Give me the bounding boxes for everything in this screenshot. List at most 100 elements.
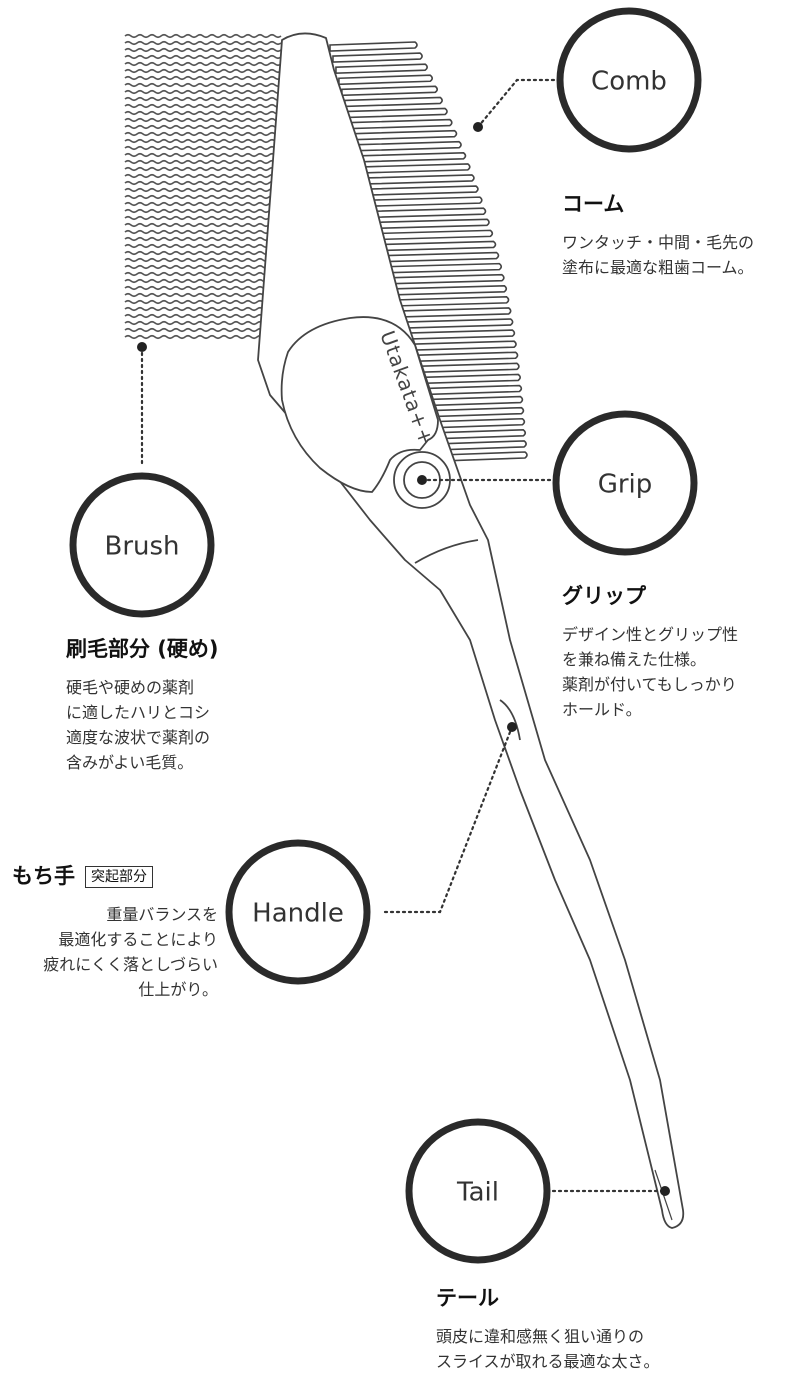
comb-title: コーム	[562, 192, 625, 216]
grip-line-4: ホールド。	[562, 700, 642, 719]
comb-tooth	[367, 185, 479, 196]
bristle-line	[124, 313, 282, 319]
comb-tooth	[373, 207, 487, 219]
handle-badge: 突起部分	[85, 866, 153, 888]
brush-line-3: 適度な波状で薬剤の	[66, 728, 211, 747]
handle-line-4: 仕上がり。	[138, 980, 218, 999]
bristle-line	[124, 180, 282, 186]
bristle-line	[124, 152, 282, 158]
handle-circle: Handle	[225, 839, 371, 985]
brush-line-1: 硬毛や硬めの薬剤	[66, 678, 195, 697]
tail-line-2: スライスが取れる最適な太さ。	[436, 1352, 660, 1371]
bristle-line	[124, 187, 282, 193]
comb-tooth	[382, 240, 497, 252]
bristle-line	[124, 236, 282, 242]
bristle-line	[124, 327, 282, 333]
grip-line-1: デザイン性とグリップ性	[562, 625, 739, 644]
brush-line-2: に適したハリとコシ	[66, 703, 211, 722]
grip-line-3: 薬剤が付いてもしっかり	[562, 675, 737, 694]
comb-line-1: ワンタッチ・中間・毛先の	[562, 233, 755, 252]
brush-circle-label: Brush	[104, 532, 179, 562]
comb-tooth	[394, 284, 508, 296]
brush-body	[257, 32, 685, 1229]
handle-line-3: 疲れにくく落としづらい	[43, 955, 218, 974]
comb-dot	[473, 122, 483, 132]
bristle-line	[124, 47, 282, 53]
comb-tooth	[350, 118, 453, 130]
bristle-line	[124, 285, 282, 291]
bristle-line	[124, 243, 282, 249]
comb-tooth	[415, 362, 520, 374]
tail-title: テール	[436, 1286, 499, 1310]
bristle-line	[124, 89, 282, 95]
comb-tooth	[439, 451, 528, 462]
comb-tooth	[400, 307, 512, 318]
bristle-line	[124, 54, 282, 60]
grip-panel	[280, 316, 439, 493]
tail-description: テール 頭皮に違和感無く狙い通りの スライスが取れる最適な太さ。	[436, 1282, 660, 1374]
comb-tooth	[332, 52, 423, 63]
handle-title-row: もち手突起部分	[12, 860, 218, 890]
comb-teeth	[329, 41, 528, 462]
comb-leader	[476, 78, 562, 129]
tail-dot	[660, 1186, 670, 1196]
comb-tooth	[355, 140, 462, 152]
comb-tooth	[433, 429, 527, 440]
bristle-line	[124, 215, 282, 221]
tail-circle-label: Tail	[456, 1178, 499, 1208]
comb-tooth	[341, 85, 439, 97]
bristle-line	[124, 264, 282, 270]
bristle-line	[124, 75, 282, 81]
comb-tooth	[329, 41, 418, 52]
bristle-line	[124, 110, 282, 116]
comb-line-2: 塗布に最適な粗歯コーム。	[562, 258, 754, 277]
handle-line-1: 重量バランスを	[106, 905, 218, 924]
comb-tooth	[338, 74, 434, 86]
comb-tooth	[391, 273, 505, 285]
bristle-line	[124, 96, 282, 102]
tail-circle: Tail	[405, 1118, 551, 1264]
comb-tooth	[421, 384, 523, 396]
bristle-line	[124, 271, 282, 277]
brush-description: 刷毛部分 (硬め) 硬毛や硬めの薬剤 に適したハリとコシ 適度な波状で薬剤の 含…	[66, 633, 219, 775]
bristle-line	[124, 124, 282, 130]
bristle-line	[124, 138, 282, 144]
bristle-line	[124, 68, 282, 74]
bristle-line	[124, 145, 282, 151]
bristle-line	[124, 40, 282, 46]
bristle-line	[124, 82, 282, 88]
comb-tooth	[406, 329, 516, 340]
bristle-line	[124, 208, 282, 214]
brush-title: 刷毛部分 (硬め)	[66, 637, 219, 661]
comb-tooth	[358, 152, 467, 163]
bristle-line	[124, 278, 282, 284]
comb-tooth	[397, 296, 510, 307]
comb-circle-label: Comb	[591, 67, 667, 97]
grip-line-2: を兼ね備えた仕様。	[562, 650, 707, 669]
comb-tooth	[403, 318, 514, 329]
bristle-line	[124, 131, 282, 137]
bristle-line	[124, 159, 282, 165]
bristle-line	[124, 320, 282, 326]
comb-tooth	[412, 351, 519, 363]
handle-line-2: 最適化することにより	[58, 930, 218, 949]
handle-leader	[383, 725, 514, 914]
bristle-line	[124, 257, 282, 263]
handle-circle-label: Handle	[252, 899, 344, 929]
comb-tooth	[335, 63, 428, 74]
comb-tooth	[436, 440, 527, 451]
comb-tooth	[376, 218, 490, 230]
handle-dot	[507, 722, 517, 732]
grip-description: グリップ デザイン性とグリップ性 を兼ね備えた仕様。 薬剤が付いてもしっかり ホ…	[562, 580, 738, 722]
bristle-line	[124, 222, 282, 228]
comb-description: コーム ワンタッチ・中間・毛先の 塗布に最適な粗歯コーム。	[562, 188, 754, 280]
bristle-line	[124, 292, 282, 298]
grip-dot	[417, 475, 427, 485]
pointer-dots	[137, 122, 670, 1196]
comb-tooth	[430, 417, 526, 429]
bristle-line	[124, 117, 282, 123]
grip-title: グリップ	[562, 584, 646, 608]
bristle-line	[124, 306, 282, 312]
brush-dot	[137, 342, 147, 352]
